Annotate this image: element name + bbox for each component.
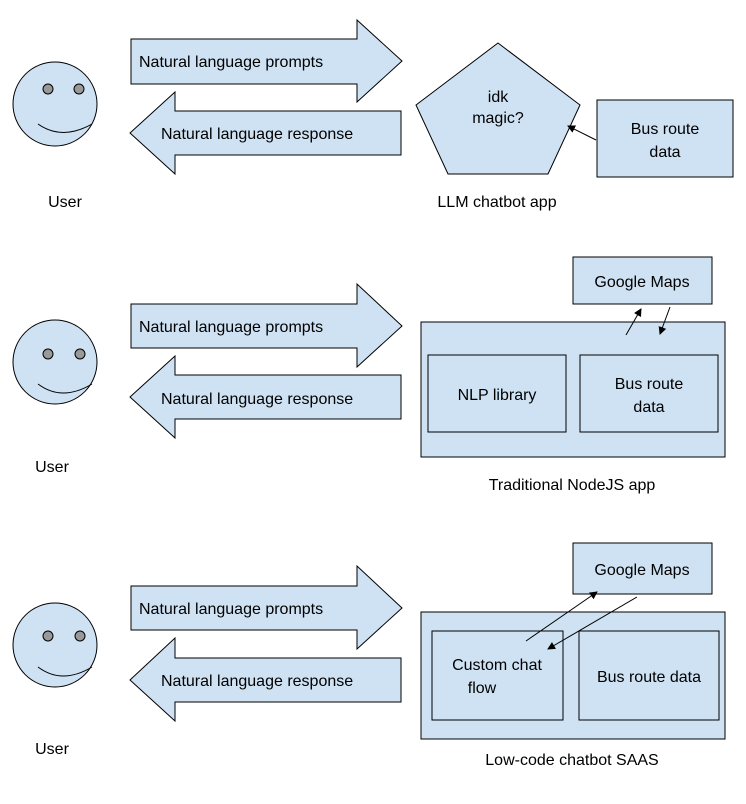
maps-to-flow-arrow — [547, 596, 638, 650]
bus-route-data-line-2: data — [633, 399, 664, 416]
bus-route-data-line-1: Bus route — [615, 376, 684, 393]
bus-route-data-box — [578, 630, 720, 721]
app-to-maps-arrow — [625, 308, 642, 336]
custom-chat-flow-line-2: flow — [468, 680, 497, 697]
google-maps-box — [572, 542, 713, 595]
llm-pentagon — [415, 42, 581, 175]
right-eye — [74, 348, 86, 360]
left-eye — [42, 83, 54, 95]
left-eye — [42, 630, 54, 642]
custom-chat-flow-line-1: Custom chat — [452, 657, 542, 674]
custom-chat-flow-box — [431, 630, 564, 721]
app-label: Traditional NodeJS app — [489, 477, 656, 494]
response-arrow-label: Natural language response — [161, 673, 353, 690]
prompt-arrow — [130, 18, 403, 104]
maps-to-app-arrow — [658, 306, 671, 335]
google-maps-box — [572, 256, 713, 305]
user-face — [12, 61, 98, 147]
app-label: Low-code chatbot SAAS — [485, 752, 658, 769]
user-label: User — [35, 459, 69, 476]
right-eye — [73, 83, 85, 95]
google-maps-label: Google Maps — [594, 562, 689, 579]
nlp-library-label: NLP library — [458, 387, 537, 404]
user-label: User — [35, 741, 69, 758]
prompt-arrow-label: Natural language prompts — [139, 601, 323, 618]
llm-text-line-1: idk — [488, 89, 509, 106]
bus-route-data-label: Bus route data — [597, 669, 701, 686]
response-arrow-label: Natural language response — [161, 126, 353, 143]
section-low-code-saas: User Natural language prompts Natural la… — [12, 542, 726, 769]
response-arrow-label: Natural language response — [161, 391, 353, 408]
flow-to-maps-arrow — [525, 591, 598, 642]
prompt-arrow-label: Natural language prompts — [139, 319, 323, 336]
user-face — [12, 602, 98, 688]
google-maps-label: Google Maps — [594, 274, 689, 291]
smile — [37, 123, 93, 133]
smile — [37, 666, 93, 677]
response-arrow — [129, 636, 402, 723]
smile — [37, 383, 93, 394]
app-label: LLM chatbot app — [437, 194, 556, 211]
right-eye — [74, 630, 86, 642]
section-traditional-nodejs: User Natural language prompts Natural la… — [12, 256, 726, 494]
nlp-library-box — [427, 354, 567, 433]
bus-route-data-box — [579, 354, 719, 433]
prompt-arrow — [130, 564, 403, 651]
prompt-arrow-label: Natural language prompts — [139, 54, 323, 71]
section-llm-chatbot: User Natural language prompts Natural la… — [12, 18, 734, 211]
response-arrow — [129, 354, 402, 440]
bus-route-data-box — [596, 99, 734, 178]
bus-route-data-line-2: data — [649, 144, 680, 161]
bus-route-data-line-1: Bus route — [631, 121, 700, 138]
data-to-llm-arrow — [567, 125, 597, 141]
prompt-arrow — [130, 282, 403, 369]
llm-text-line-2: magic? — [472, 110, 524, 127]
left-eye — [42, 348, 54, 360]
user-face — [12, 319, 98, 405]
user-label: User — [48, 194, 82, 211]
response-arrow — [129, 90, 402, 176]
